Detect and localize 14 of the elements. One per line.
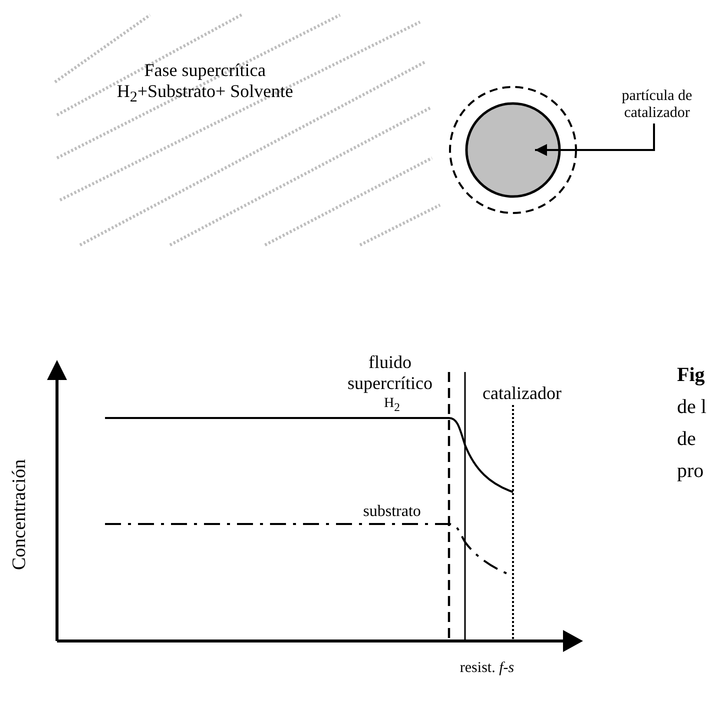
axis-title: Concentración: [9, 458, 31, 572]
phase-label: Fase supercrítica H$_{2}$+Substrato+ Solvente: [116, 60, 294, 107]
curve-label: substrato: [362, 503, 422, 522]
curve-label: H$_{2}$: [383, 396, 401, 414]
catalyst-particle: [465, 102, 561, 198]
caption-fragment: de: [677, 428, 697, 451]
axis-annotation: resist. f-s: [458, 660, 516, 678]
region-label: catalizador: [482, 383, 562, 404]
callout-label: partícula de catalizador: [600, 88, 714, 122]
caption-fragment: de l: [677, 396, 708, 419]
caption-fragment: pro: [677, 460, 705, 483]
region-label: fluido supercrítico: [346, 352, 434, 394]
leader-arrow: [535, 124, 655, 156]
caption-fragment: Fig: [677, 364, 706, 387]
